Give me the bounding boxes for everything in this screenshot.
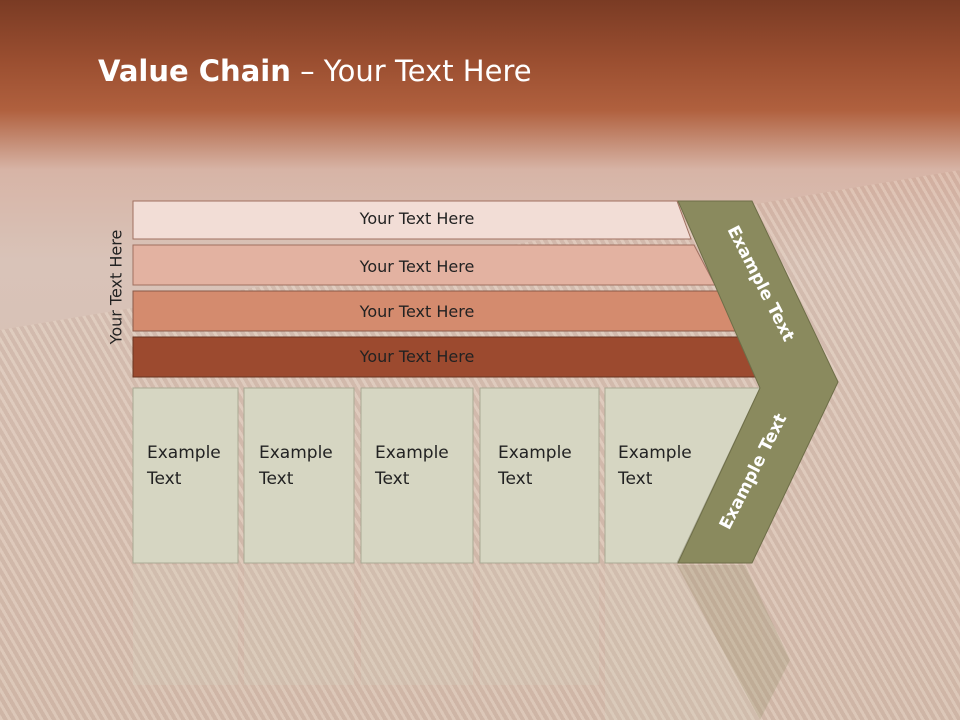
box-5	[604, 387, 761, 564]
box-2	[243, 387, 355, 564]
chevron-arrow	[677, 200, 839, 564]
box-reflection	[480, 565, 599, 685]
box-4-line2: Text	[498, 469, 533, 489]
box-5-line2: Text	[618, 469, 653, 489]
box-3-line2: Text	[375, 469, 410, 489]
box-1-line2: Text	[147, 469, 182, 489]
box-4	[479, 387, 600, 564]
box-2-line2: Text	[259, 469, 294, 489]
box-3	[360, 387, 474, 564]
box-reflection	[133, 565, 238, 685]
box-3-line1: Example	[375, 443, 449, 463]
bar-4-label: Your Text Here	[359, 347, 475, 366]
box-1-line1: Example	[147, 443, 221, 463]
reflection-group	[133, 565, 790, 720]
box-reflection	[361, 565, 473, 685]
box-2-line1: Example	[259, 443, 333, 463]
bar-1	[132, 200, 692, 240]
title-bold: Value Chain	[98, 54, 291, 88]
box-reflection	[605, 565, 760, 720]
box-4-line1: Example	[498, 443, 572, 463]
box-1	[132, 387, 239, 564]
title-rest: – Your Text Here	[290, 54, 532, 88]
box-5-line1: Example	[618, 443, 692, 463]
bar-3-label: Your Text Here	[359, 302, 475, 321]
chevron-reflection	[677, 565, 790, 720]
page-title: Value Chain – Your Text Here	[98, 54, 532, 88]
bar-1-label: Your Text Here	[359, 209, 475, 228]
bar-2-label: Your Text Here	[359, 257, 475, 276]
box-reflection	[244, 565, 354, 685]
